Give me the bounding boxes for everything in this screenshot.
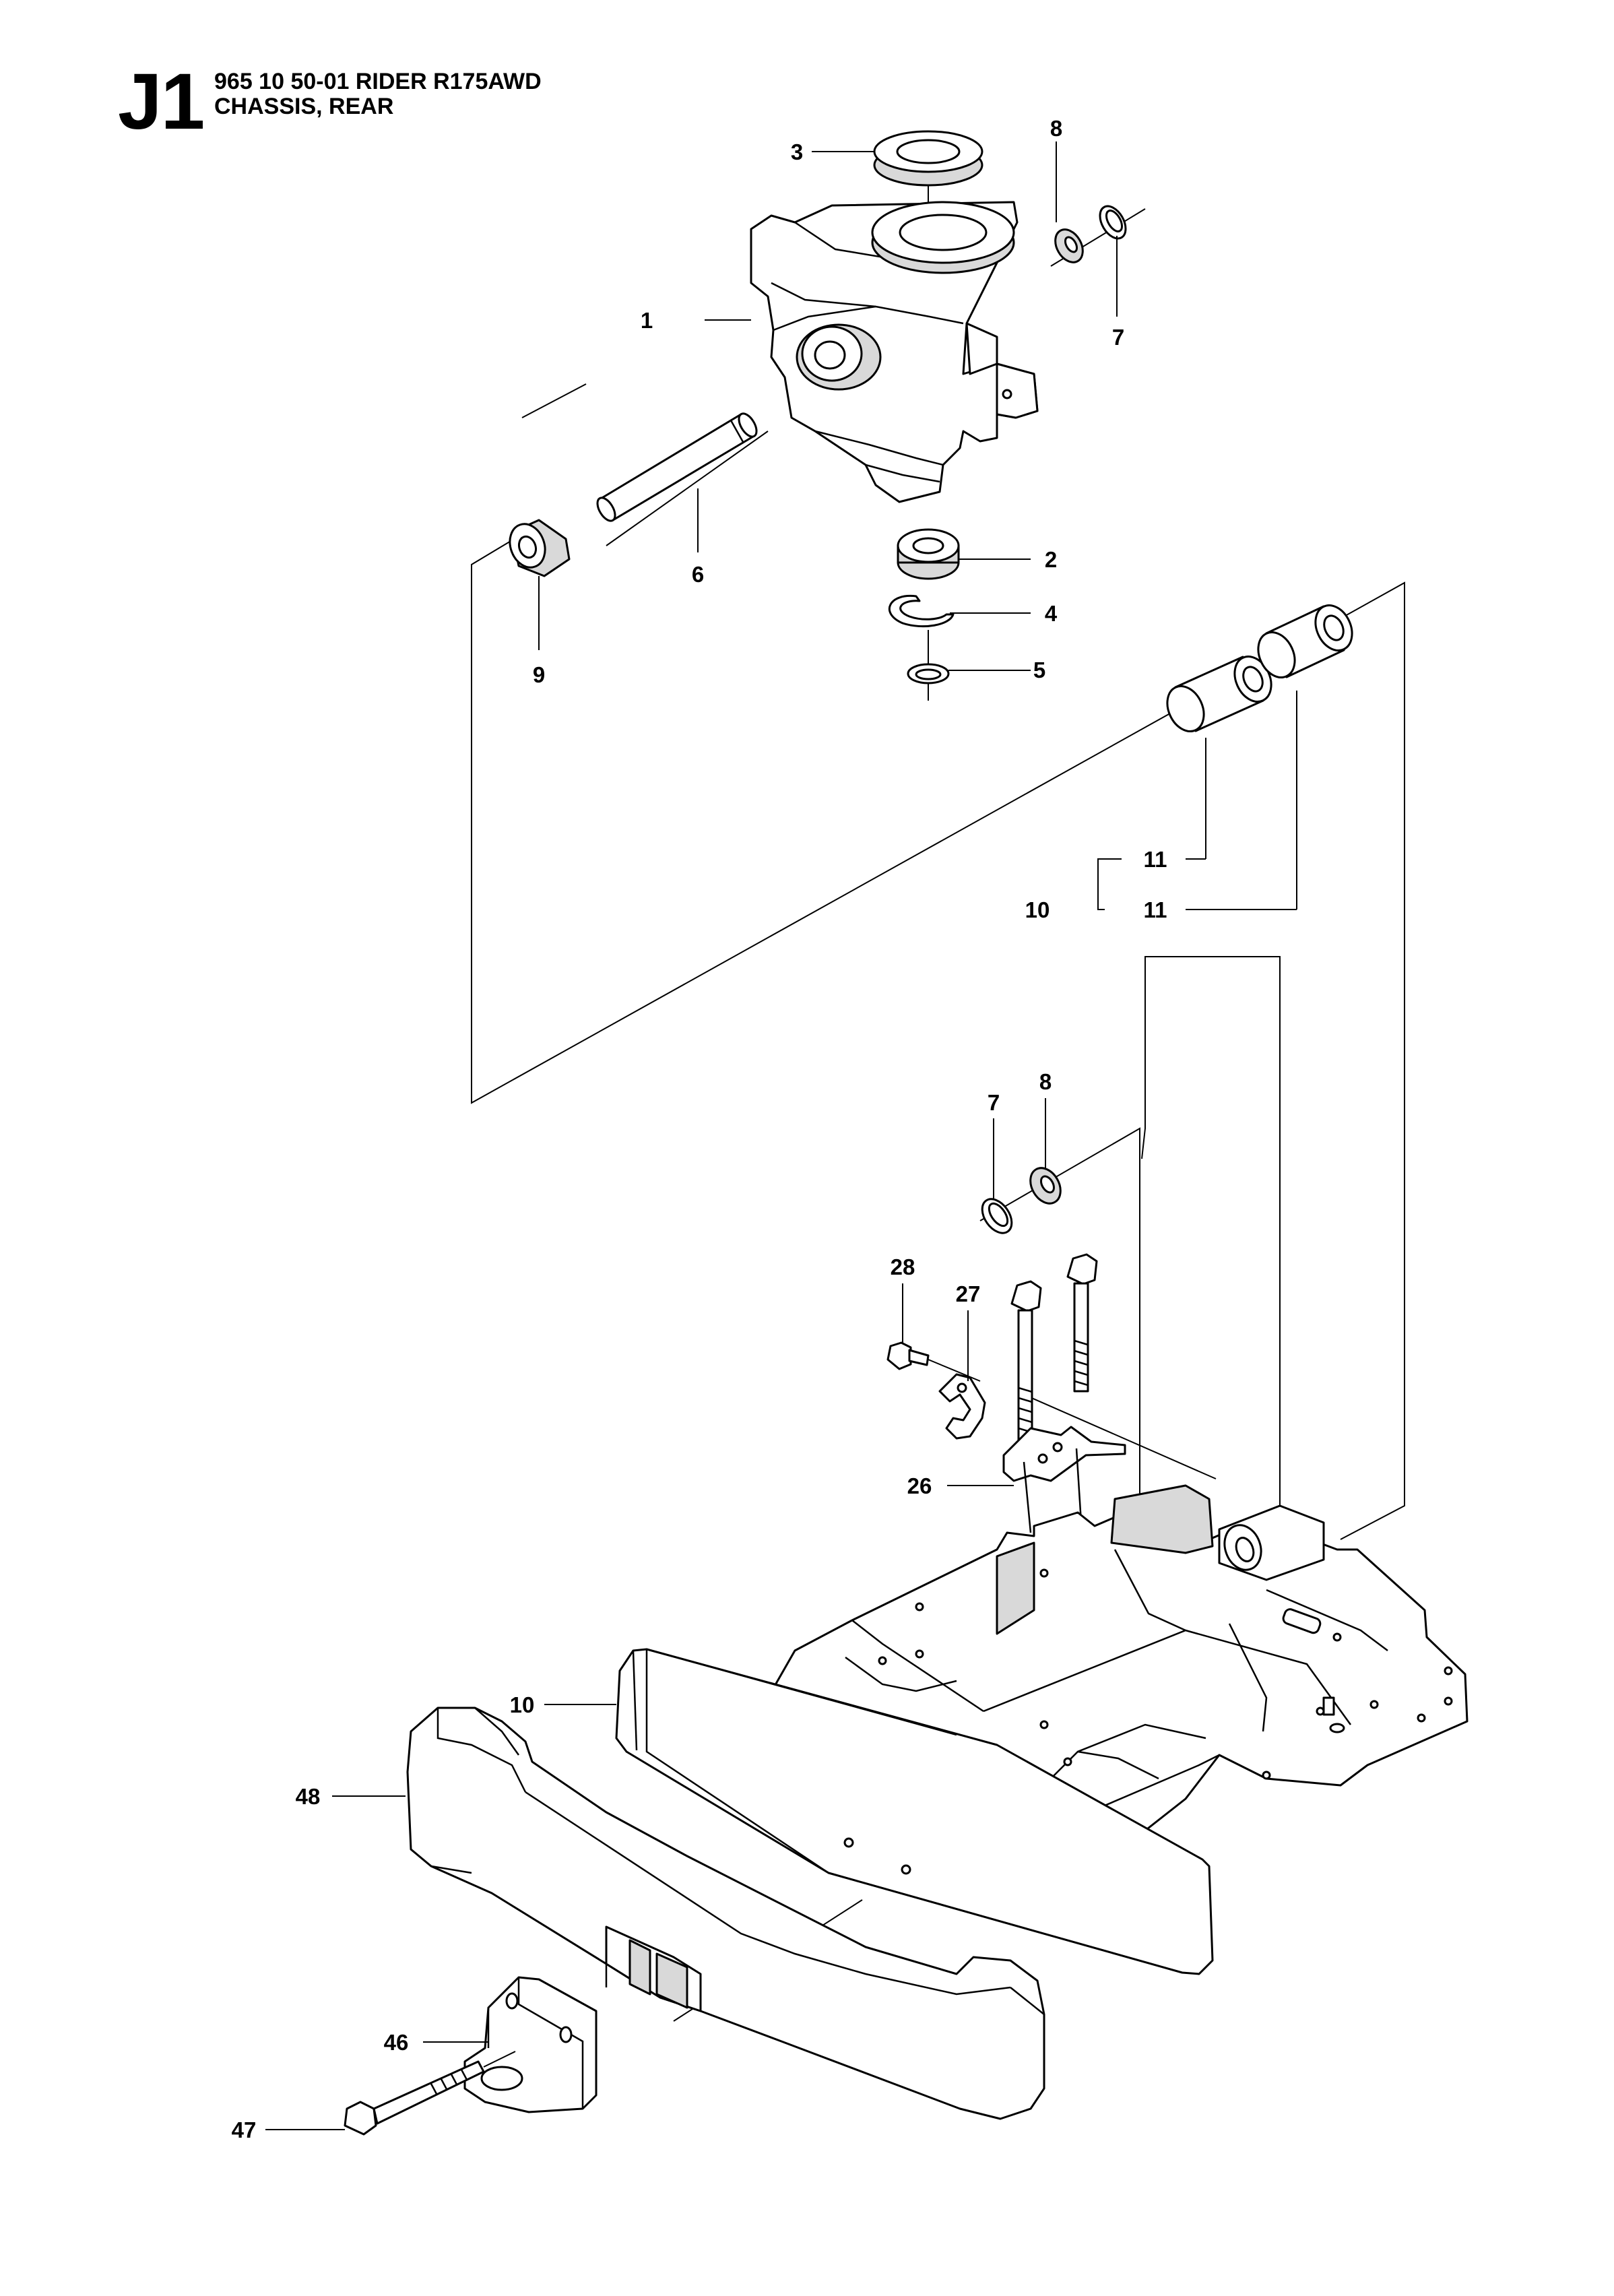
callout-5: 5 (1033, 658, 1045, 682)
part-48-bumper (406, 1707, 1045, 2120)
part-47-hitch-bolt (344, 2051, 516, 2136)
part-1-pivot-housing (750, 201, 1039, 503)
callout-11-right: 11 (1144, 897, 1167, 922)
callout-leaders (265, 141, 1297, 2130)
header-section: CHASSIS, REAR (214, 94, 394, 119)
callout-1: 1 (641, 308, 653, 333)
part-10-bumper-bar (615, 1648, 1214, 1975)
callout-11-left: 11 (1144, 847, 1167, 872)
callout-labels: 3 8 1 7 2 6 4 9 5 11 10 11 7 8 28 27 26 … (232, 116, 1167, 2142)
callout-6: 6 (692, 562, 704, 587)
part-3-top-seal (873, 130, 983, 187)
callout-7-upper: 7 (1112, 325, 1124, 350)
callout-9: 9 (533, 662, 545, 687)
callout-26: 26 (907, 1473, 932, 1498)
part-4-retaining-ring (888, 594, 955, 628)
callout-2: 2 (1045, 547, 1057, 572)
part-8-washer-upper (1054, 228, 1084, 263)
callout-27: 27 (956, 1281, 981, 1306)
callout-28: 28 (891, 1254, 915, 1279)
callout-47: 47 (232, 2117, 257, 2142)
part-2-bearing (897, 528, 960, 580)
callout-7-lower: 7 (988, 1090, 1000, 1115)
callout-10-lower: 10 (510, 1692, 535, 1717)
part-28-screw (886, 1341, 981, 1382)
part-6-pivot-pin (596, 412, 758, 522)
part-9-bushing (509, 519, 571, 577)
callout-8-upper: 8 (1050, 116, 1062, 141)
callout-10-upper: 10 (1025, 897, 1050, 922)
callout-46: 46 (384, 2030, 409, 2055)
part-11-spacer-right (1257, 604, 1353, 678)
part-46-hitch-bracket (463, 1976, 598, 2113)
part-11-spacer-left (1166, 656, 1272, 732)
header-model: 965 10 50-01 RIDER R175AWD (214, 69, 542, 94)
part-7-circlip-lower (981, 1198, 1013, 1234)
callout-48: 48 (296, 1784, 321, 1809)
long-bolt-left (1010, 1280, 1042, 1450)
part-5-circlip (907, 663, 950, 684)
part-7-circlip-upper (1099, 205, 1127, 240)
callout-8-lower: 8 (1039, 1069, 1052, 1094)
part-8-washer-lower (1029, 1167, 1062, 1205)
long-bolt-right (1066, 1253, 1098, 1393)
callout-4: 4 (1045, 601, 1058, 626)
part-26-bracket (1002, 1426, 1126, 1533)
callout-3: 3 (791, 139, 803, 164)
part-27-clip (938, 1373, 986, 1440)
header-code: J1 (118, 57, 205, 146)
